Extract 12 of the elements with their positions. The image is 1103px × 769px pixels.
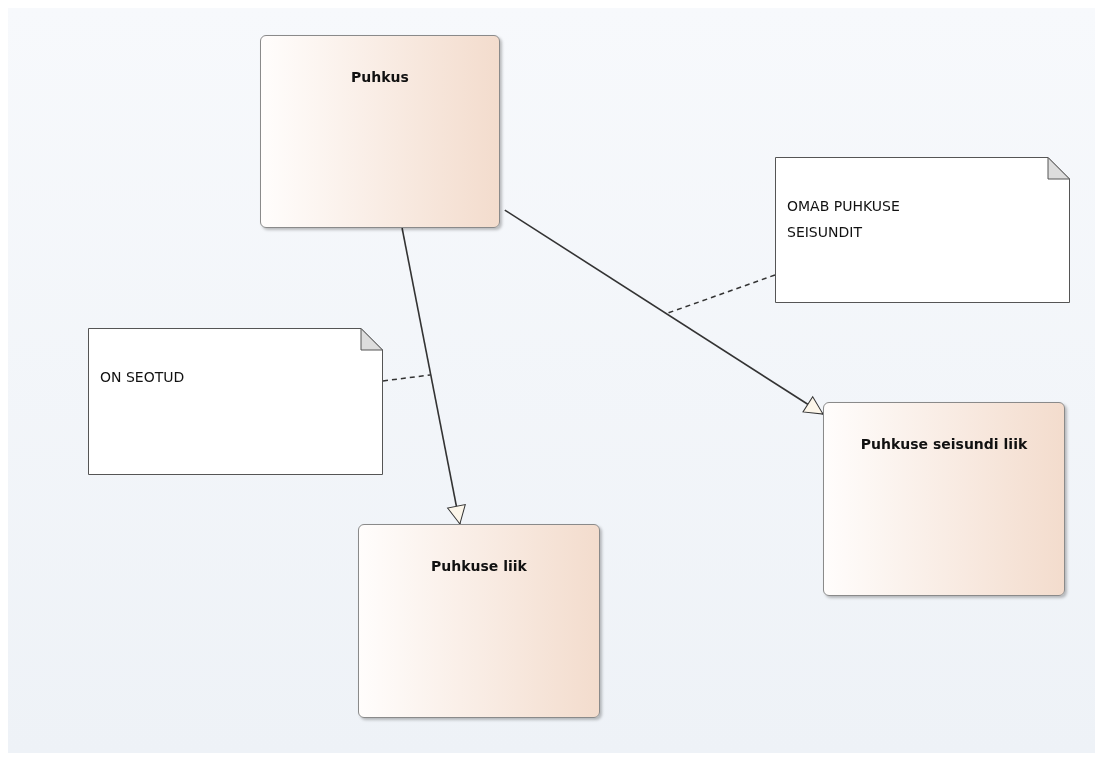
note-text: OMAB PUHKUSE SEISUNDIT: [787, 197, 901, 242]
arrow: [401, 227, 466, 525]
note-text: ON SEOTUD: [100, 368, 186, 387]
class-name: Puhkuse seisundi liik: [859, 435, 1029, 454]
class-box: [823, 402, 1065, 596]
leader-line: [667, 274, 776, 314]
class-box: [260, 35, 500, 228]
leader-line: [382, 374, 431, 382]
class-name: Puhkuse liik: [430, 557, 528, 576]
arrow: [504, 209, 824, 415]
class-box: [358, 524, 600, 718]
class-name: Puhkus: [350, 68, 410, 87]
